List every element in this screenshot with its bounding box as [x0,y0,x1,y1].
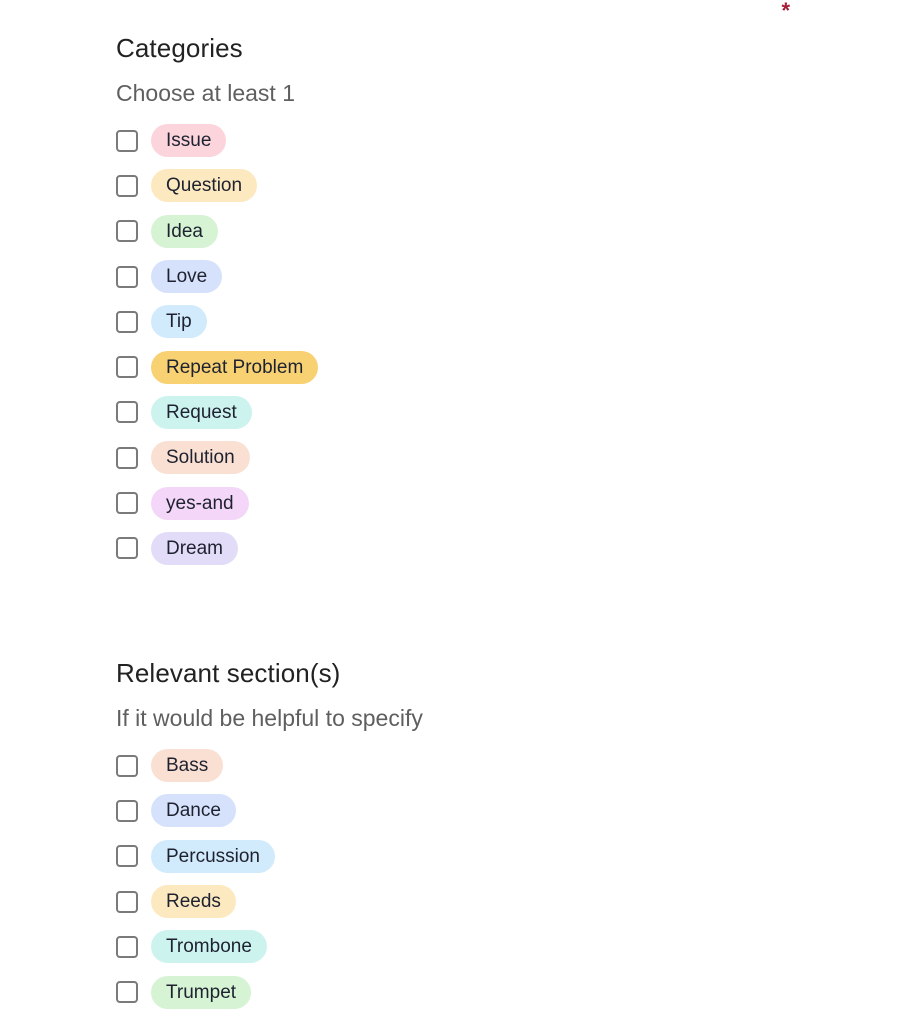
category-option-dream[interactable]: Dream [116,526,796,571]
tag-pill: Trumpet [151,975,252,1009]
tag-pill: Love [151,260,223,294]
tag-pill: Trombone [151,930,267,964]
required-asterisk: * [781,0,790,23]
relevant-sections-description: If it would be helpful to specify [116,704,423,731]
tag-pill: Reeds [151,885,236,918]
checkbox[interactable] [116,310,138,333]
checkbox[interactable] [116,220,138,243]
category-option-solution[interactable]: Solution [116,435,796,480]
section-option-dance[interactable]: Dance [116,788,796,833]
category-option-idea[interactable]: Idea [116,209,796,254]
tag-pill: Dream [151,531,239,565]
checkbox[interactable] [116,401,138,424]
tag-pill: Percussion [151,839,275,873]
category-option-request[interactable]: Request [116,390,796,435]
section-option-bass[interactable]: Bass [116,743,796,788]
category-option-question[interactable]: Question [116,163,796,208]
section-option-trombone[interactable]: Trombone [116,924,796,969]
tag-pill: yes-and [151,486,249,520]
tag-pill: Request [151,395,252,429]
categories-title: Categories [116,33,243,63]
checkbox[interactable] [116,356,138,379]
categories-option-list: Issue Question Idea Love Tip Repeat Prob… [116,118,796,571]
checkbox[interactable] [116,845,138,868]
checkbox[interactable] [116,890,138,913]
checkbox[interactable] [116,174,138,197]
category-option-yes-and[interactable]: yes-and [116,480,796,525]
feedback-form: Categories * Choose at least 1 Issue Que… [116,0,796,1015]
tag-pill: Question [151,169,258,203]
checkbox[interactable] [116,981,138,1004]
section-option-trumpet[interactable]: Trumpet [116,969,796,1014]
tag-pill: Repeat Problem [151,350,319,384]
tag-pill: Bass [151,749,224,783]
checkbox[interactable] [116,492,138,515]
checkbox[interactable] [116,537,138,560]
category-option-issue[interactable]: Issue [116,118,796,163]
relevant-sections-title: Relevant section(s) [116,657,341,688]
checkbox[interactable] [116,265,138,288]
tag-pill: Idea [151,214,218,248]
checkbox[interactable] [116,129,138,152]
checkbox[interactable] [116,754,138,777]
category-option-tip[interactable]: Tip [116,299,796,344]
checkbox[interactable] [116,799,138,822]
categories-description: Choose at least 1 [116,80,296,106]
tag-pill: Dance [151,794,236,828]
section-option-reeds[interactable]: Reeds [116,879,796,924]
category-option-love[interactable]: Love [116,254,796,299]
tag-pill: Issue [151,124,227,158]
section-option-percussion[interactable]: Percussion [116,834,796,879]
checkbox[interactable] [116,446,138,469]
category-option-repeat-problem[interactable]: Repeat Problem [116,344,796,389]
checkbox[interactable] [116,935,138,958]
sections-option-list: Bass Dance Percussion Reeds Trombone Tru… [116,743,796,1015]
relevant-sections-section: Relevant section(s) If it would be helpf… [116,657,796,1015]
tag-pill: Solution [151,441,250,475]
tag-pill: Tip [151,305,207,339]
categories-section: Categories * Choose at least 1 Issue Que… [116,0,796,571]
